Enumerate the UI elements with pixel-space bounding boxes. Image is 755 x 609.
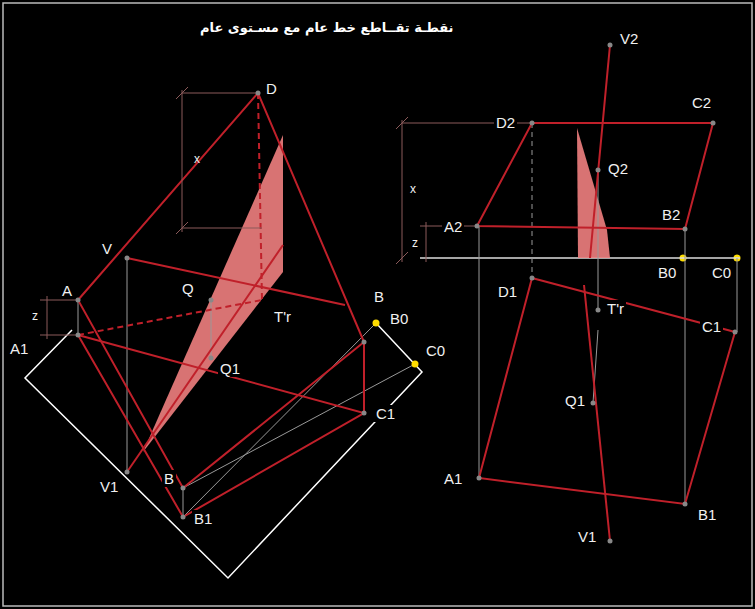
point-label: V1 (576, 528, 598, 545)
dimension (40, 87, 262, 339)
point-label: V1 (98, 478, 120, 495)
point-label: B0 (388, 310, 410, 327)
point-label: V2 (618, 30, 640, 47)
dimension-label: z (30, 309, 40, 323)
point-label: B (162, 470, 176, 487)
frame (3, 3, 752, 606)
plane-outline (78, 93, 364, 517)
point-label: D1 (496, 283, 519, 300)
point-label: B0 (656, 264, 678, 281)
dimension-label: x (192, 152, 202, 166)
plane-outline (477, 45, 735, 541)
point-label: C1 (374, 405, 397, 422)
point-label: C1 (700, 318, 723, 335)
point-label: D2 (494, 114, 517, 131)
point-label: Q2 (606, 160, 630, 177)
title: نقطـة تقــاطع خط عام مع مسـتوى عام (200, 20, 453, 35)
point-label: T'r (272, 308, 293, 325)
point-label: A (60, 282, 74, 299)
point-label: A1 (8, 340, 30, 357)
point-label: C0 (424, 342, 447, 359)
point-label: D (264, 80, 279, 97)
dimension-label: x (408, 182, 418, 196)
reference-plane (25, 323, 422, 578)
dimension (396, 117, 532, 264)
point-label: B1 (192, 510, 214, 527)
point-label: T'r (605, 300, 626, 317)
point-label: B1 (696, 506, 718, 523)
dimension-label: z (410, 236, 420, 250)
section-triangle (577, 128, 610, 258)
points (76, 91, 367, 520)
point-label: Q1 (563, 392, 587, 409)
point-label: V (100, 240, 114, 257)
point-label: Q (180, 280, 196, 297)
point-label: B (372, 288, 386, 305)
point-label: B2 (660, 206, 682, 223)
point-label: C2 (690, 94, 713, 111)
point-label: A2 (442, 218, 464, 235)
points (475, 43, 738, 544)
point-label: A1 (442, 470, 464, 487)
point-label: Q1 (218, 360, 242, 377)
point-label: C0 (710, 264, 733, 281)
